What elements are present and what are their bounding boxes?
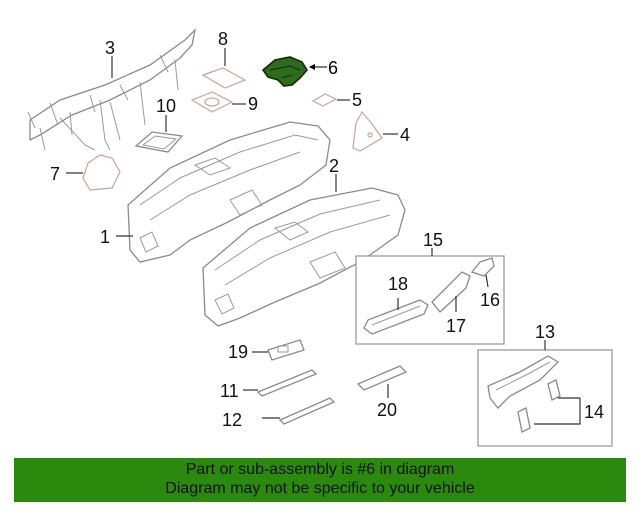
part-3-support-frame[interactable] (27, 28, 197, 151)
leader-14 (534, 398, 581, 425)
callout-19: 19 (228, 342, 248, 362)
part-9[interactable] (190, 91, 234, 113)
callout-3: 3 (105, 38, 115, 58)
callout-11: 11 (220, 381, 239, 401)
part-14[interactable] (517, 379, 561, 433)
part-10[interactable] (134, 131, 184, 153)
callout-6: 6 (328, 58, 338, 78)
part-19[interactable] (267, 339, 305, 361)
callout-20: 20 (377, 400, 397, 420)
callout-5: 5 (352, 90, 362, 110)
callout-14: 14 (584, 402, 604, 422)
callout-13: 13 (535, 322, 555, 342)
part-18[interactable] (363, 299, 429, 335)
vehicle-fit-notice: Part or sub-assembly is #6 in diagram Di… (14, 458, 626, 502)
notice-line-1: Part or sub-assembly is #6 in diagram (185, 461, 455, 478)
part-1-dashboard[interactable] (127, 121, 331, 263)
callout-9: 9 (248, 94, 258, 114)
part-2-dashboard[interactable] (202, 187, 406, 327)
part-17[interactable] (431, 271, 471, 313)
part-7[interactable] (82, 154, 121, 191)
leader-16 (485, 274, 489, 288)
part-5[interactable] (311, 93, 338, 107)
callout-8: 8 (218, 29, 228, 49)
part-20[interactable] (356, 365, 408, 391)
arrow-6 (309, 64, 315, 70)
callout-17: 17 (446, 316, 466, 336)
callout-10: 10 (156, 96, 176, 116)
callout-4: 4 (400, 125, 410, 145)
callout-16: 16 (480, 290, 500, 310)
part-12[interactable] (278, 397, 336, 425)
parts-diagram: 3 8 6 9 5 10 4 7 (27, 28, 613, 447)
callout-2: 2 (329, 156, 339, 176)
part-8[interactable] (201, 67, 247, 89)
notice-line-2: Diagram may not be specific to your vehi… (165, 480, 475, 497)
part-13-assembly[interactable] (487, 355, 560, 409)
callout-15: 15 (423, 230, 443, 250)
callout-12: 12 (222, 410, 242, 430)
part-6-highlighted[interactable] (261, 56, 308, 87)
callout-7: 7 (50, 164, 60, 184)
callout-1: 1 (100, 227, 110, 247)
part-11[interactable] (256, 369, 318, 397)
part-16[interactable] (470, 257, 495, 277)
callout-18: 18 (388, 274, 408, 294)
part-4[interactable] (352, 110, 383, 152)
